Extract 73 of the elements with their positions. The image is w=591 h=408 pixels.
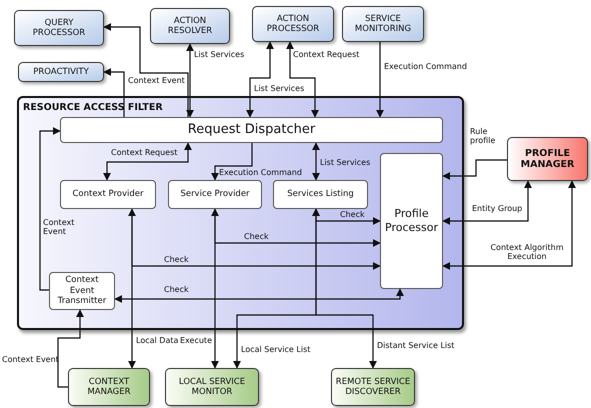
connector-arrow [128,208,136,369]
edge-label: Local Service List [241,345,310,354]
edge-label: Context Request [293,50,360,60]
edge-label: Context Event [43,218,75,236]
process-box [60,117,443,143]
edge-label: List Services [254,84,304,94]
connector-arrow [286,41,319,118]
container-title: RESOURCE ACCESS FILTER [23,102,163,113]
edge-label: Check [164,285,189,294]
node-label: ACTION RESOLVER [166,16,214,36]
node-label: Context Event Transmitter [56,275,108,307]
component-box [68,368,150,406]
process-box [380,153,443,289]
edge-label: List Services [320,158,370,168]
process-box [168,180,262,209]
node-label: PROFILE MANAGER [520,148,576,170]
component-box [342,6,424,42]
process-box [60,180,156,209]
process-box [49,272,115,310]
container-box [17,96,464,330]
component-box [150,8,230,44]
connector-arrow [186,43,194,118]
edge-label: Distant Service List [377,341,454,350]
connector-arrow [103,23,189,117]
edge-label: Check [164,255,189,264]
process-box [273,180,368,209]
node-label: LOCAL SERVICE MONITOR [178,376,246,398]
component-box [14,10,104,46]
connector-arrow [39,127,61,291]
node-label: QUERY PROCESSOR [32,18,86,38]
edge-label: Execute [180,336,212,346]
node-label: SERVICE MONITORING [354,14,412,34]
connector-arrow [211,143,253,181]
connector-arrow [376,42,384,118]
node-label: PROACTIVITY [33,66,89,78]
edge-label: Entity Group [472,204,522,214]
node-label: REMOTE SERVICE DISCOVERER [335,376,411,398]
edge-label: Check [244,232,269,242]
node-label: Service Provider [180,189,250,200]
edge-label: Rule profile [470,127,496,146]
component-box [331,368,415,406]
node-label: Services Listing [287,189,354,200]
edge-label: List Services [194,50,244,60]
edge-label: Execution Command [384,62,467,72]
connector-arrow [131,209,381,270]
edge-label: Context Algorithm Execution [489,243,565,262]
component-box [165,368,259,406]
connector-arrow [103,68,125,117]
node-label: Context Provider [72,189,144,200]
edge-label: Context Event [2,355,59,364]
connector-arrow [442,180,576,270]
connector-arrow [312,208,377,369]
connector-arrow [214,209,381,247]
component-box [18,62,104,82]
connector-arrow [57,309,84,388]
edge-label: Execution Command [219,168,302,178]
component-box [507,137,588,181]
node-label: Request Dispatcher [188,122,316,138]
edge-label: Local Data [136,336,178,346]
component-box [252,6,334,42]
edge-label: Context Request [111,148,178,158]
connector-arrow [442,180,532,225]
connector-arrow [211,208,219,369]
edge-label: Check [340,210,365,220]
connector-arrow [114,288,404,303]
node-label: ACTION PROCESSOR [266,14,320,34]
connector-arrow [103,142,192,181]
connector-arrow [442,159,507,180]
node-label: CONTEXT MANAGER [86,376,132,398]
connector-arrow [312,142,320,181]
node-label: Profile Processor [384,207,439,235]
connector-arrow [246,41,274,118]
edge-label: Context Event [128,76,185,86]
